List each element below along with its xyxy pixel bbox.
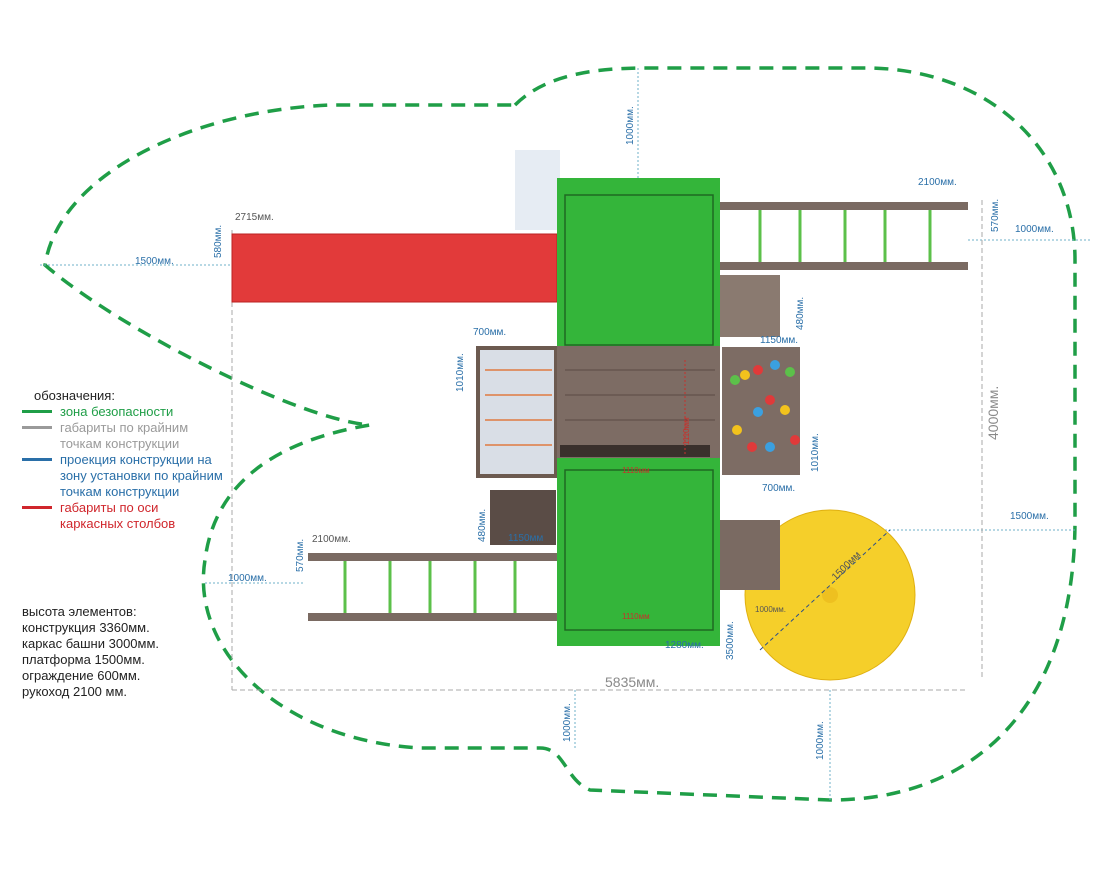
- slide: [231, 233, 558, 303]
- legend-title: обозначения:: [34, 388, 115, 403]
- dim-lower-ladder: 480мм.: [477, 508, 488, 542]
- dim-spiral-inner: 1000мм.: [755, 605, 787, 614]
- legend-swatch-red: [22, 506, 52, 509]
- dim-slide-clearance: 1500мм.: [135, 256, 174, 267]
- tower-roof-bottom: [557, 458, 720, 646]
- legend-outer-dimensions: габариты по крайним точкам конструкции: [60, 420, 189, 451]
- monkey-bars-bottom: [308, 553, 558, 621]
- dimension-lines: [40, 68, 1090, 800]
- spiral-platform: [720, 520, 780, 590]
- dim-monkey-bar-bottom-width: 570мм.: [295, 538, 306, 572]
- dim-total-width: 5835мм.: [605, 674, 660, 690]
- dim-platform-inner: 1110мм: [682, 417, 691, 445]
- legend-post-axis: габариты по оси каркасных столбов: [60, 500, 176, 531]
- height-line: платформа 1500мм.: [22, 652, 145, 667]
- dim-platform-mid: 1110мм: [622, 466, 650, 475]
- dim-wall-width: 700мм.: [762, 483, 796, 494]
- dim-tower-width: 1280мм.: [665, 640, 704, 651]
- dim-wall-height: 1010мм.: [810, 433, 821, 472]
- safety-zone-outline: [43, 66, 1077, 802]
- ladder-bottom: [490, 490, 556, 545]
- dim-upper-ladder-width: 1150мм.: [760, 335, 799, 346]
- element-heights: высота элементов: конструкция 3360мм. ка…: [22, 604, 159, 700]
- height-line: конструкция 3360мм.: [22, 620, 150, 635]
- dim-net-height: 1010мм.: [455, 353, 466, 392]
- tower-roof-top: [557, 178, 720, 346]
- ladder-top: [720, 275, 780, 337]
- legend-swatch-green: [22, 410, 52, 413]
- height-line: каркас башни 3000мм.: [22, 636, 160, 651]
- dim-spiral-clearance: 1500мм.: [1010, 511, 1049, 522]
- dim-monkey-bar-top-width: 570мм.: [990, 198, 1001, 232]
- dim-bottom-clearance-left: 1000мм.: [562, 703, 573, 742]
- dim-monkey-bar-bottom-length: 2100мм.: [312, 534, 351, 545]
- height-line: рукоход 2100 мм.: [22, 684, 128, 699]
- dim-slide-length: 2715мм.: [235, 212, 274, 223]
- legend-safety-zone: зона безопасности: [60, 404, 174, 419]
- dim-lower-ladder-width: 1150мм: [508, 533, 544, 544]
- dim-slide-width: 580мм.: [213, 224, 224, 258]
- dim-top-clearance: 1000мм.: [625, 106, 636, 145]
- legend-swatch-blue: [22, 458, 52, 461]
- legend: обозначения: зона безопасности габариты …: [22, 388, 227, 532]
- dim-net-width: 700мм.: [473, 327, 507, 338]
- tower-deck: [557, 346, 720, 458]
- dim-platform-bottom: 1110мм: [622, 612, 650, 621]
- dim-monkey-bar-top-length: 2100мм.: [918, 177, 957, 188]
- dim-tower-depth: 3500мм.: [725, 621, 736, 660]
- dim-total-depth: 4000мм.: [985, 385, 1001, 440]
- monkey-bars-top: [720, 202, 968, 270]
- dim-bottom-clearance-right: 1000мм.: [815, 721, 826, 760]
- dim-left-clearance: 1000мм.: [228, 573, 267, 584]
- height-line: ограждение 600мм.: [22, 668, 141, 683]
- climbing-net: [476, 346, 558, 478]
- heights-title: высота элементов:: [22, 604, 137, 619]
- dim-upper-ladder: 480мм.: [795, 296, 806, 330]
- dim-right-clearance: 1000мм.: [1015, 224, 1054, 235]
- legend-swatch-gray: [22, 426, 52, 429]
- legend-projection: проекция конструкции на зону установки п…: [60, 452, 223, 499]
